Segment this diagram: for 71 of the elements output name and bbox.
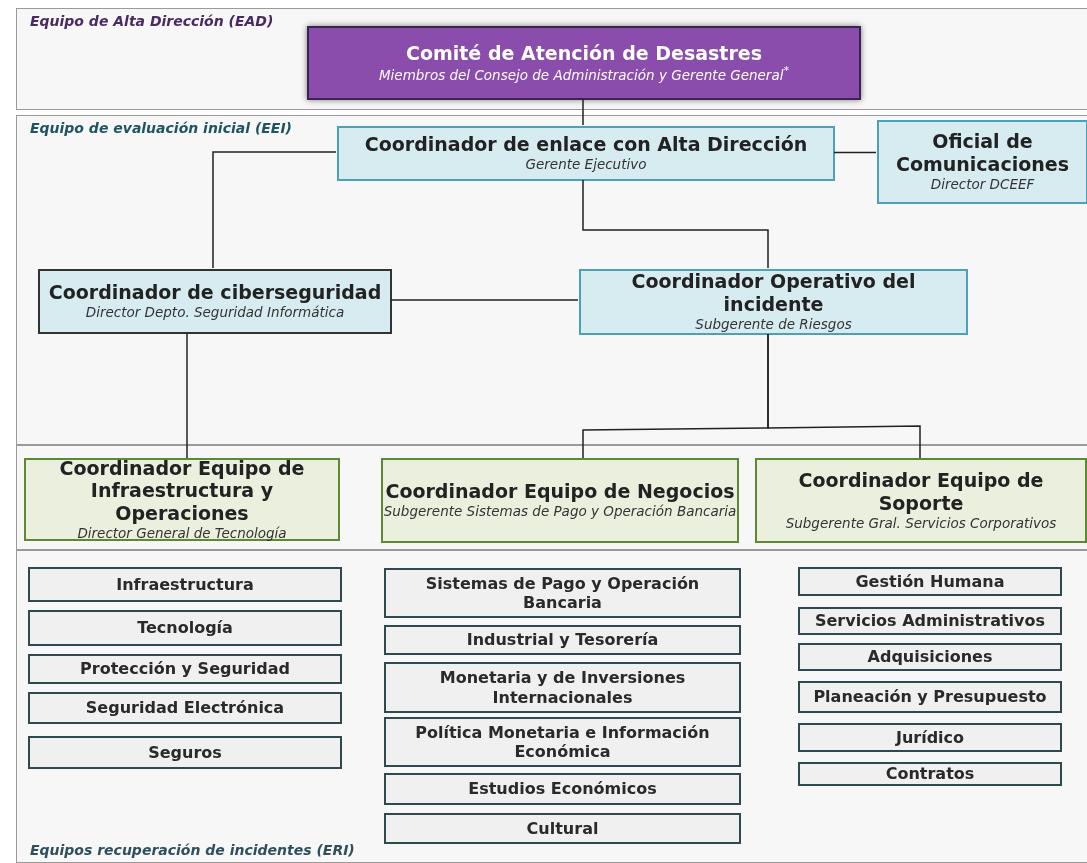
team-name: Jurídico bbox=[895, 727, 965, 748]
connector-line bbox=[582, 98, 584, 126]
team-name: Gestión Humana bbox=[855, 571, 1005, 592]
band-heading: Equipo de Alta Dirección (EAD) bbox=[30, 13, 274, 29]
connector-line bbox=[582, 179, 769, 269]
coordinator-box bbox=[38, 269, 392, 334]
coordinator-box bbox=[877, 120, 1087, 204]
team-box bbox=[28, 610, 342, 646]
team-coordinator-box bbox=[381, 458, 739, 543]
team-band bbox=[16, 550, 1087, 863]
team-name: Estudios Económicos bbox=[468, 779, 657, 799]
role-holder: Gerente Ejecutivo bbox=[525, 156, 647, 174]
band-heading: Equipo de evaluación inicial (EEI) bbox=[30, 120, 292, 136]
team-name: Monetaria y de Inversiones Internacionales bbox=[438, 668, 687, 707]
team-box bbox=[28, 736, 342, 769]
team-box bbox=[798, 762, 1062, 786]
role-holder: Subgerente Gral. Servicios Corporativos bbox=[785, 514, 1057, 533]
team-box bbox=[384, 568, 741, 618]
team-coordinator-box bbox=[755, 458, 1087, 543]
team-box bbox=[798, 607, 1062, 635]
team-name: Protección y Seguridad bbox=[80, 659, 290, 679]
role-holder: Director Depto. Seguridad Informática bbox=[85, 304, 345, 322]
coordinator-box bbox=[579, 269, 968, 335]
team-name: Sistemas de Pago y Operación Bancaria bbox=[424, 573, 701, 613]
team-box bbox=[384, 813, 741, 844]
team-coordinator-box bbox=[24, 458, 340, 541]
connector-line bbox=[390, 299, 579, 301]
team-box bbox=[28, 654, 342, 684]
team-box bbox=[798, 643, 1062, 671]
connector-line bbox=[212, 151, 337, 269]
team-box bbox=[28, 692, 342, 724]
team-name: Política Monetaria e Información Económica bbox=[414, 722, 711, 762]
team-name: Industrial y Tesorería bbox=[466, 630, 659, 650]
team-box bbox=[28, 567, 342, 602]
team-name: Infraestructura bbox=[116, 574, 254, 595]
band-heading: Equipos recuperación de incidentes (ERI) bbox=[30, 842, 355, 858]
team-box bbox=[384, 625, 741, 655]
team-box bbox=[384, 717, 741, 767]
role-title: Coordinador Equipo de Soporte bbox=[797, 468, 1045, 515]
connector-line bbox=[186, 332, 188, 459]
role-holder: Director DCEEF bbox=[930, 176, 1035, 194]
role-title: Coordinador Equipo de Negocios bbox=[385, 480, 735, 504]
team-name: Tecnología bbox=[137, 618, 233, 638]
team-box bbox=[798, 567, 1062, 596]
team-band bbox=[16, 115, 1087, 445]
role-holder: Director General de Tecnología bbox=[77, 524, 287, 543]
role-holder: Miembros del Consejo de Administración y Gerente General$^{*}$ bbox=[378, 64, 790, 85]
team-name: Planeación y Presupuesto bbox=[813, 687, 1047, 707]
team-name: Seguros bbox=[148, 742, 222, 763]
role-holder: Subgerente de Riesgos bbox=[695, 316, 852, 334]
team-box bbox=[798, 723, 1062, 752]
coordinator-box bbox=[337, 126, 835, 181]
role-title: Coordinador de enlace con Alta Dirección bbox=[364, 133, 808, 157]
team-box bbox=[384, 662, 741, 713]
team-name: Servicios Administrativos bbox=[814, 611, 1045, 631]
team-band bbox=[16, 8, 1087, 110]
committee-box bbox=[307, 26, 861, 100]
role-holder: Subgerente Sistemas de Pago y Operación Bancaria bbox=[383, 503, 737, 521]
role-title: Coordinador de ciberseguridad bbox=[48, 281, 382, 305]
role-title: Coordinador Equipo de Infraestructura y Operaciones bbox=[58, 456, 306, 525]
team-box bbox=[798, 681, 1062, 713]
team-name: Seguridad Electrónica bbox=[85, 698, 285, 718]
team-name: Cultural bbox=[526, 818, 599, 839]
connector-line bbox=[833, 151, 877, 154]
role-title: Comité de Atención de Desastres bbox=[406, 41, 762, 65]
team-box bbox=[384, 773, 741, 805]
team-name: Contratos bbox=[885, 764, 975, 784]
connector-line bbox=[767, 333, 921, 459]
role-title: Coordinador Operativo del incidente bbox=[630, 270, 917, 317]
role-title: Oficial de Comunicaciones bbox=[895, 130, 1070, 176]
team-name: Adquisiciones bbox=[867, 647, 993, 667]
